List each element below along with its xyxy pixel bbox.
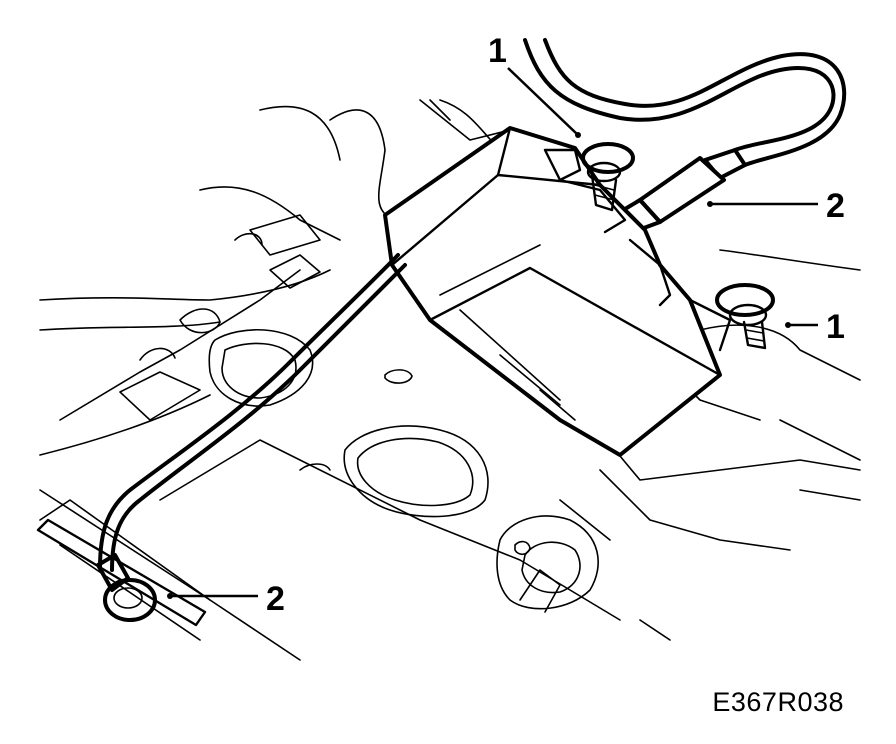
antenna-cable-bottom xyxy=(98,253,407,572)
callout-label-2-bottom: 2 xyxy=(266,580,285,618)
mounting-nut-right xyxy=(715,283,775,350)
callout-label-1-top: 1 xyxy=(488,32,507,70)
floor-panel xyxy=(39,99,861,661)
control-module-body xyxy=(383,126,732,457)
ground-terminal xyxy=(96,553,157,622)
callout-label-1-right: 1 xyxy=(826,308,845,346)
figure-reference-code: E367R038 xyxy=(712,687,844,717)
callout-leaders xyxy=(167,67,818,599)
mounting-nut-top xyxy=(581,142,635,212)
mounting-bracket-strip xyxy=(36,518,207,627)
callout-label-2-top: 2 xyxy=(826,187,845,225)
